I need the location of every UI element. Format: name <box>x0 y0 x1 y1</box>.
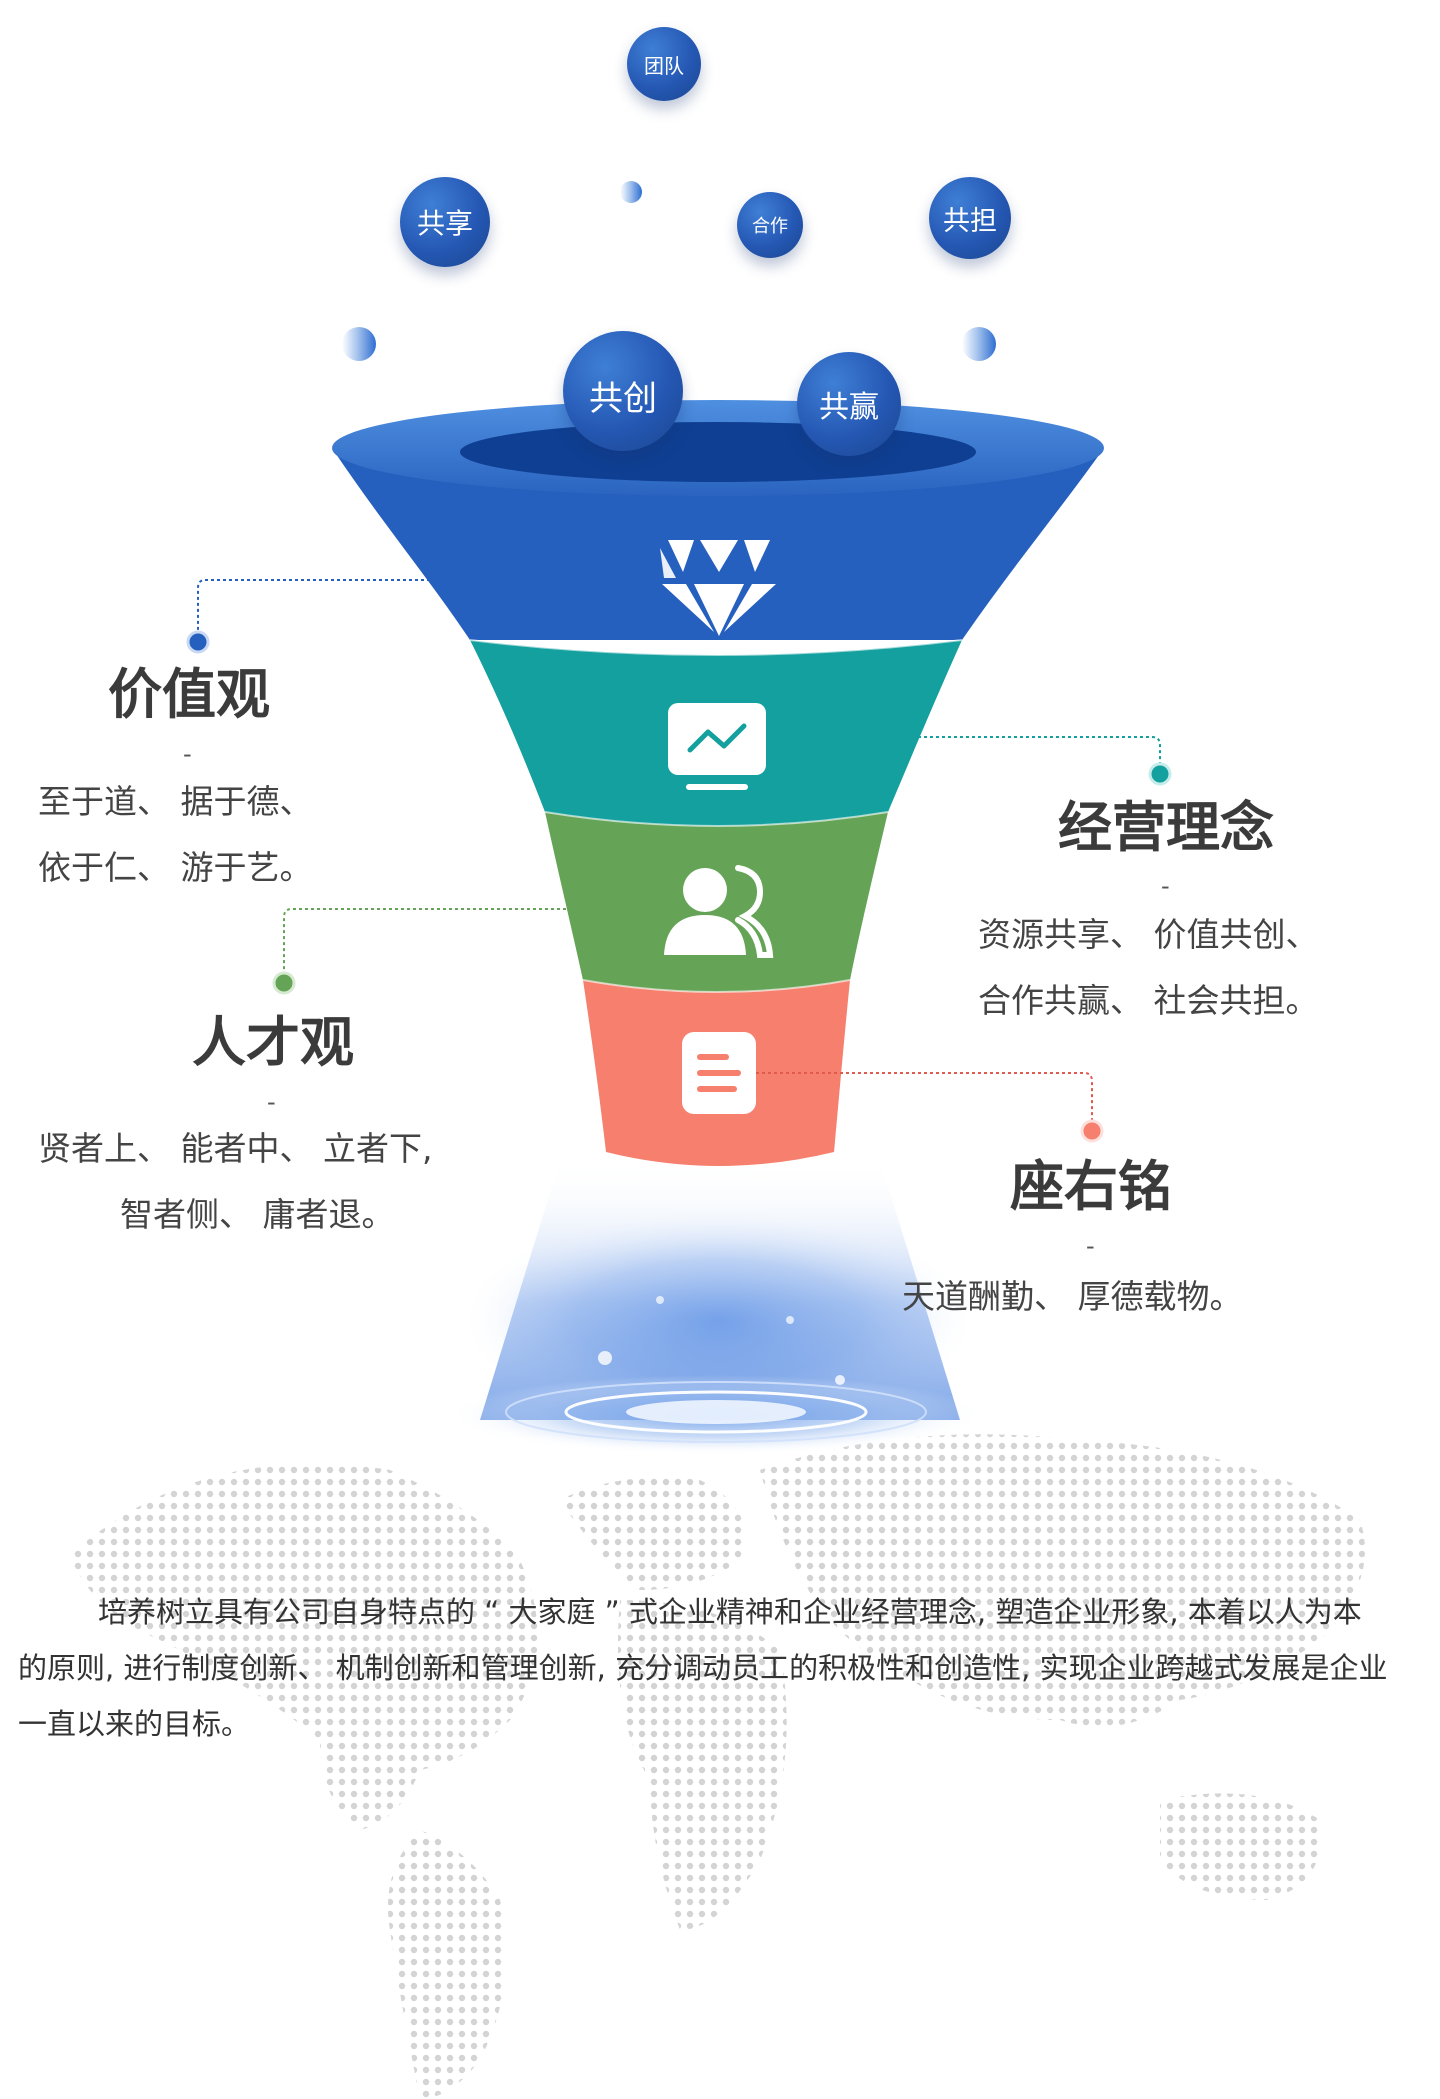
intro-text: 培养树立具有公司自身特点的 “ 大家庭 ” 式企业精神和企业经营理念, 塑造企业… <box>18 1595 1388 1741</box>
bubble-win-label: 共赢 <box>819 390 879 425</box>
bubble-cooperate-label: 合作 <box>752 216 788 237</box>
values-line-1: 至于道、 据于德、 <box>38 782 313 821</box>
connector-motto <box>756 1072 1104 1143</box>
intro-paragraph: 培养树立具有公司自身特点的 “ 大家庭 ” 式企业精神和企业经营理念, 塑造企业… <box>18 1584 1388 1752</box>
bubble-share: 共享 <box>400 177 490 267</box>
business-dash: - <box>1161 872 1170 900</box>
motto-dash: - <box>1086 1232 1095 1260</box>
bubble-create: 共创 <box>563 331 683 451</box>
users-icon <box>664 865 774 958</box>
monitor-chart-icon <box>668 703 766 790</box>
small-sphere <box>620 181 642 203</box>
bubble-win: 共赢 <box>797 352 901 456</box>
bubble-undertake-label: 共担 <box>943 205 997 237</box>
values-line-2: 依于仁、 游于艺。 <box>38 848 313 887</box>
bubble-undertake: 共担 <box>929 177 1011 259</box>
talent-dash: - <box>267 1088 276 1116</box>
small-sphere <box>342 327 376 361</box>
connector-values <box>186 579 700 654</box>
talent-line-2: 智者侧、 庸者退。 <box>120 1195 395 1234</box>
business-title: 经营理念 <box>1058 796 1274 859</box>
small-sphere <box>962 327 996 361</box>
document-icon <box>682 1032 756 1114</box>
connector-talent <box>272 908 680 995</box>
bubble-team: 团队 <box>627 27 701 101</box>
business-line-2: 合作共赢、 社会共担。 <box>978 981 1319 1020</box>
talent-line-1: 贤者上、 能者中、 立者下, <box>38 1129 433 1168</box>
bubble-share-label: 共享 <box>416 207 473 240</box>
connector-business <box>768 736 1172 786</box>
talent-title: 人才观 <box>192 1011 354 1074</box>
motto-line-1: 天道酬勤、 厚德载物。 <box>902 1277 1243 1316</box>
values-dash: - <box>183 740 192 768</box>
world-map-background <box>70 1434 1365 2099</box>
bubble-create-label: 共创 <box>589 379 657 419</box>
business-line-1: 资源共享、 价值共创、 <box>978 915 1319 954</box>
diamond-icon <box>660 540 776 636</box>
bubble-cooperate: 合作 <box>737 192 803 258</box>
values-title: 价值观 <box>108 663 270 726</box>
light-beam <box>446 1160 986 1455</box>
bubble-team-label: 团队 <box>644 53 684 78</box>
motto-title: 座右铭 <box>1010 1155 1172 1218</box>
